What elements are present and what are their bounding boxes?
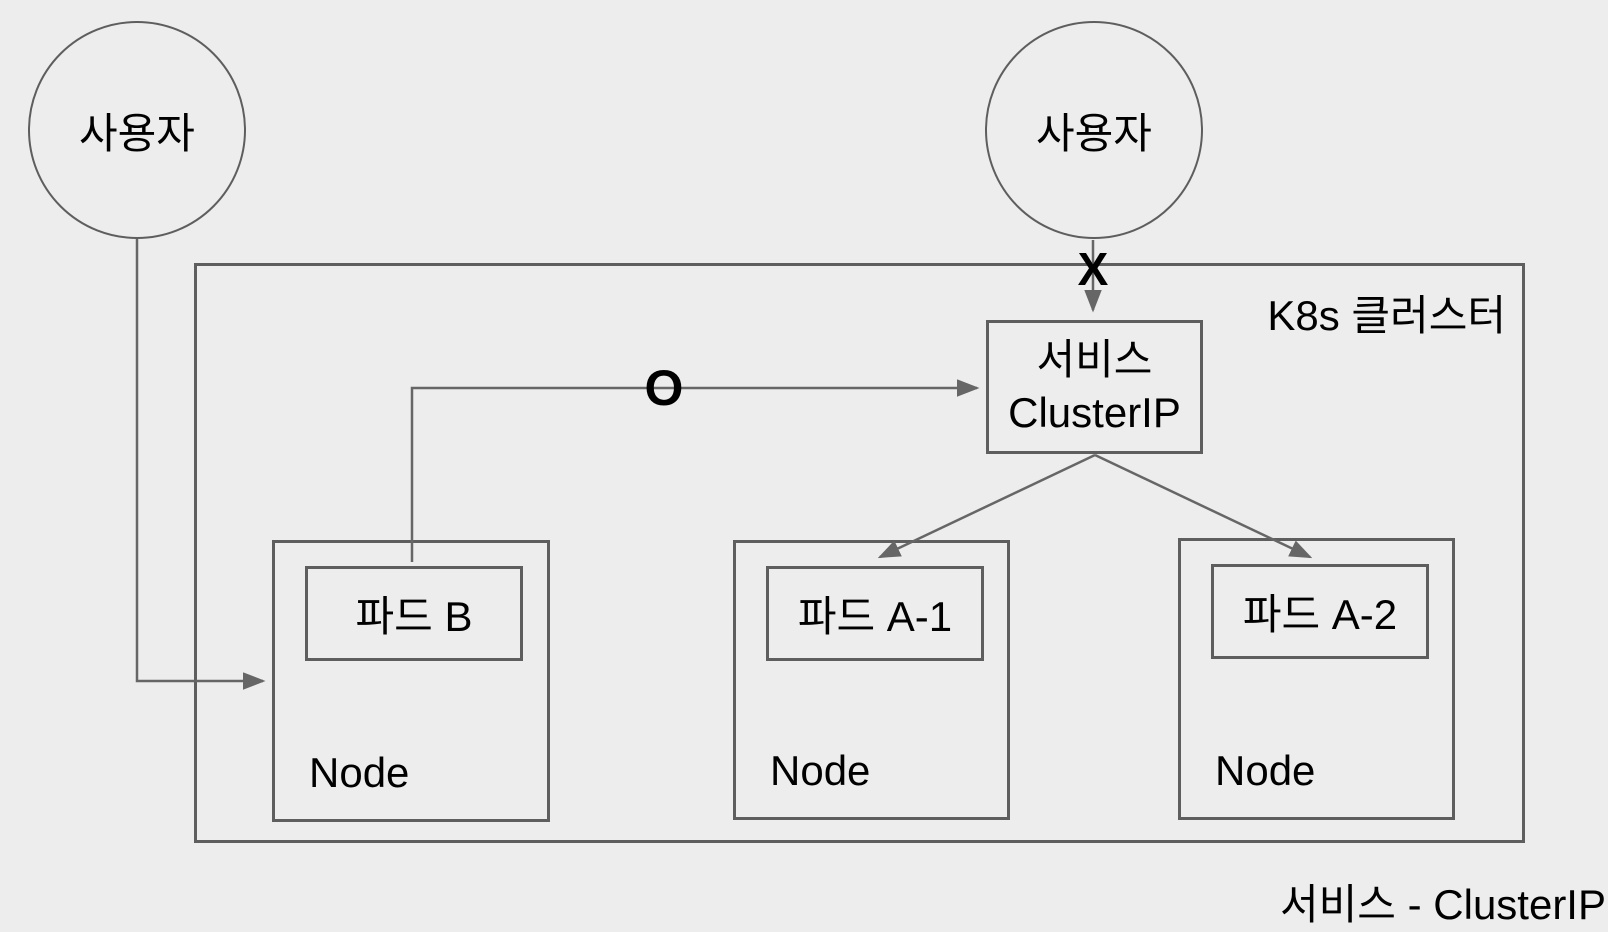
pod-a1-label: 파드 A-1 [797, 593, 953, 640]
service-label-line1: 서비스 [1036, 336, 1153, 384]
node-1-label: Node [309, 749, 410, 796]
pod-a2-label: 파드 A-2 [1242, 591, 1398, 638]
allowed-marker: O [644, 360, 684, 416]
pod-b-label: 파드 B [355, 593, 473, 640]
diagram-caption: 서비스 - ClusterIP [1280, 881, 1606, 928]
user-left-label: 사용자 [79, 109, 195, 157]
node-box-1: 파드 B Node [272, 540, 550, 822]
service-clusterip-box: 서비스 ClusterIP [986, 320, 1203, 454]
blocked-marker: X [1077, 243, 1109, 295]
user-circle-left: 사용자 [28, 21, 246, 239]
user-circle-right: 사용자 [985, 21, 1203, 239]
user-right-label: 사용자 [1036, 109, 1152, 157]
node-box-2: 파드 A-1 Node [733, 540, 1010, 820]
service-label-line2: ClusterIP [1008, 389, 1181, 436]
node-2-label: Node [770, 747, 871, 794]
k8s-cluster-label: K8s 클러스터 [1267, 292, 1506, 339]
node-box-3: 파드 A-2 Node [1178, 538, 1455, 820]
pod-a1-box: 파드 A-1 [766, 566, 984, 661]
node-3-label: Node [1215, 747, 1316, 794]
pod-a2-box: 파드 A-2 [1211, 564, 1429, 659]
pod-b-box: 파드 B [305, 566, 523, 661]
